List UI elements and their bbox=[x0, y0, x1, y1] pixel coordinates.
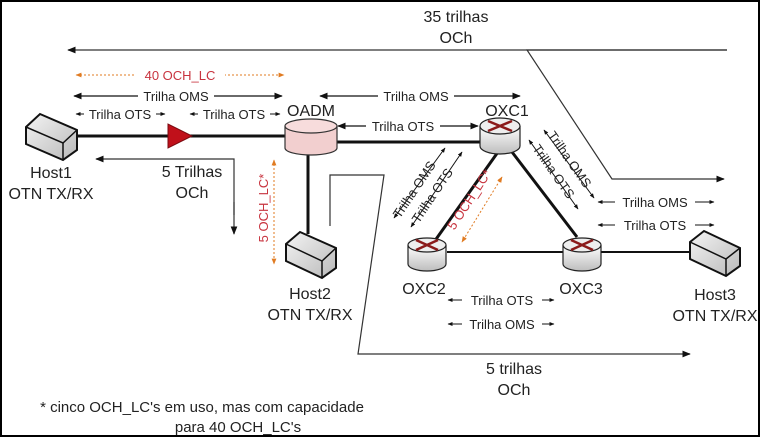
oadm-cylinder-icon bbox=[284, 118, 338, 156]
och35-label-line1: 35 trilhas bbox=[424, 9, 489, 26]
server-box-icon bbox=[25, 112, 78, 162]
trail-ots-label: Trilha OTS bbox=[372, 119, 435, 134]
host2-name: Host2 bbox=[289, 286, 331, 303]
oxc1-node[interactable]: OXC1 bbox=[479, 103, 529, 155]
host2-sub: OTN TX/RX bbox=[267, 307, 352, 324]
host1-name: Host1 bbox=[30, 165, 72, 182]
trail-oms-oxc3-host3: Trilha OMS bbox=[597, 194, 715, 210]
trail-oms-oxc2-oxc3: Trilha OMS bbox=[447, 316, 555, 332]
capacity-host2-label: 5 OCH_LC* bbox=[256, 174, 271, 243]
trail-ots-oadm-oxc1: Trilha OTS bbox=[337, 118, 479, 134]
host3-sub: OTN TX/RX bbox=[672, 308, 757, 325]
footnote: * cinco OCH_LC's em uso, mas com capacid… bbox=[40, 399, 364, 436]
och5-host1-line1: 5 Trilhas bbox=[162, 164, 222, 181]
trail-ots-label: Trilha OTS bbox=[203, 107, 266, 122]
och5-bottom-line2: OCh bbox=[498, 382, 531, 399]
och35-label-line2: OCh bbox=[440, 30, 473, 47]
capacity-host2: 5 OCH_LC* bbox=[256, 159, 277, 265]
trail-ots-oxc2-oxc3: Trilha OTS bbox=[447, 292, 555, 308]
trail-oms-label: Trilha OMS bbox=[143, 89, 209, 104]
fiber-links bbox=[72, 134, 697, 253]
och-path-5-bottom: 5 trilhas OCh bbox=[329, 174, 691, 399]
footnote-line2: para 40 OCH_LC's bbox=[175, 419, 301, 436]
oxc3-name: OXC3 bbox=[559, 281, 603, 298]
trail-ots-host1-amp: Trilha OTS bbox=[75, 106, 166, 122]
oxc2-name: OXC2 bbox=[402, 281, 446, 298]
host1-node[interactable]: Host1 OTN TX/RX bbox=[8, 112, 94, 203]
host2-node[interactable]: Host2 OTN TX/RX bbox=[267, 230, 353, 324]
host3-node[interactable]: Host3 OTN TX/RX bbox=[672, 229, 758, 325]
oxc2-node[interactable]: OXC2 bbox=[402, 237, 447, 298]
oadm-name: OADM bbox=[287, 103, 335, 120]
trail-oms-host1-oadm: Trilha OMS bbox=[73, 88, 283, 104]
och-path-35: 35 trilhas OCh bbox=[67, 9, 727, 183]
capacity-top-label: 40 OCH_LC bbox=[145, 68, 216, 83]
oxc3-node[interactable]: OXC3 bbox=[559, 237, 603, 298]
server-box-icon bbox=[285, 230, 337, 280]
trail-oms-oadm-oxc1: Trilha OMS bbox=[319, 88, 521, 104]
router-icon bbox=[562, 237, 602, 272]
och5-host1-line2: OCh bbox=[176, 185, 209, 202]
host3-name: Host3 bbox=[694, 287, 736, 304]
trail-ots-oxc3-host3: Trilha OTS bbox=[597, 217, 715, 233]
capacity-40-och-lc: 40 OCH_LC bbox=[75, 66, 285, 84]
host1-sub: OTN TX/RX bbox=[8, 186, 93, 203]
server-box-icon bbox=[689, 229, 741, 278]
och5-bottom-line1: 5 trilhas bbox=[486, 361, 542, 378]
trail-ots-label: Trilha OTS bbox=[89, 107, 152, 122]
router-icon bbox=[407, 237, 447, 272]
oxc1-name: OXC1 bbox=[485, 103, 529, 120]
trail-oxc1-oxc3: Trilha OMS Trilha OTS bbox=[528, 128, 595, 210]
och-path-5-host1: 5 Trilhas OCh bbox=[95, 155, 238, 235]
router-icon bbox=[479, 117, 521, 155]
footnote-line1: * cinco OCH_LC's em uso, mas com capacid… bbox=[40, 399, 364, 416]
trail-oms-label: Trilha OMS bbox=[469, 317, 535, 332]
trail-ots-amp-oadm: Trilha OTS bbox=[189, 106, 281, 122]
trail-ots-label: Trilha OTS bbox=[471, 293, 534, 308]
amplifier-icon bbox=[167, 123, 194, 149]
trail-oms-label: Trilha OMS bbox=[383, 89, 449, 104]
trail-ots-label: Trilha OTS bbox=[624, 218, 687, 233]
oadm-node[interactable]: OADM bbox=[284, 103, 338, 156]
trail-oms-label: Trilha OMS bbox=[622, 195, 688, 210]
